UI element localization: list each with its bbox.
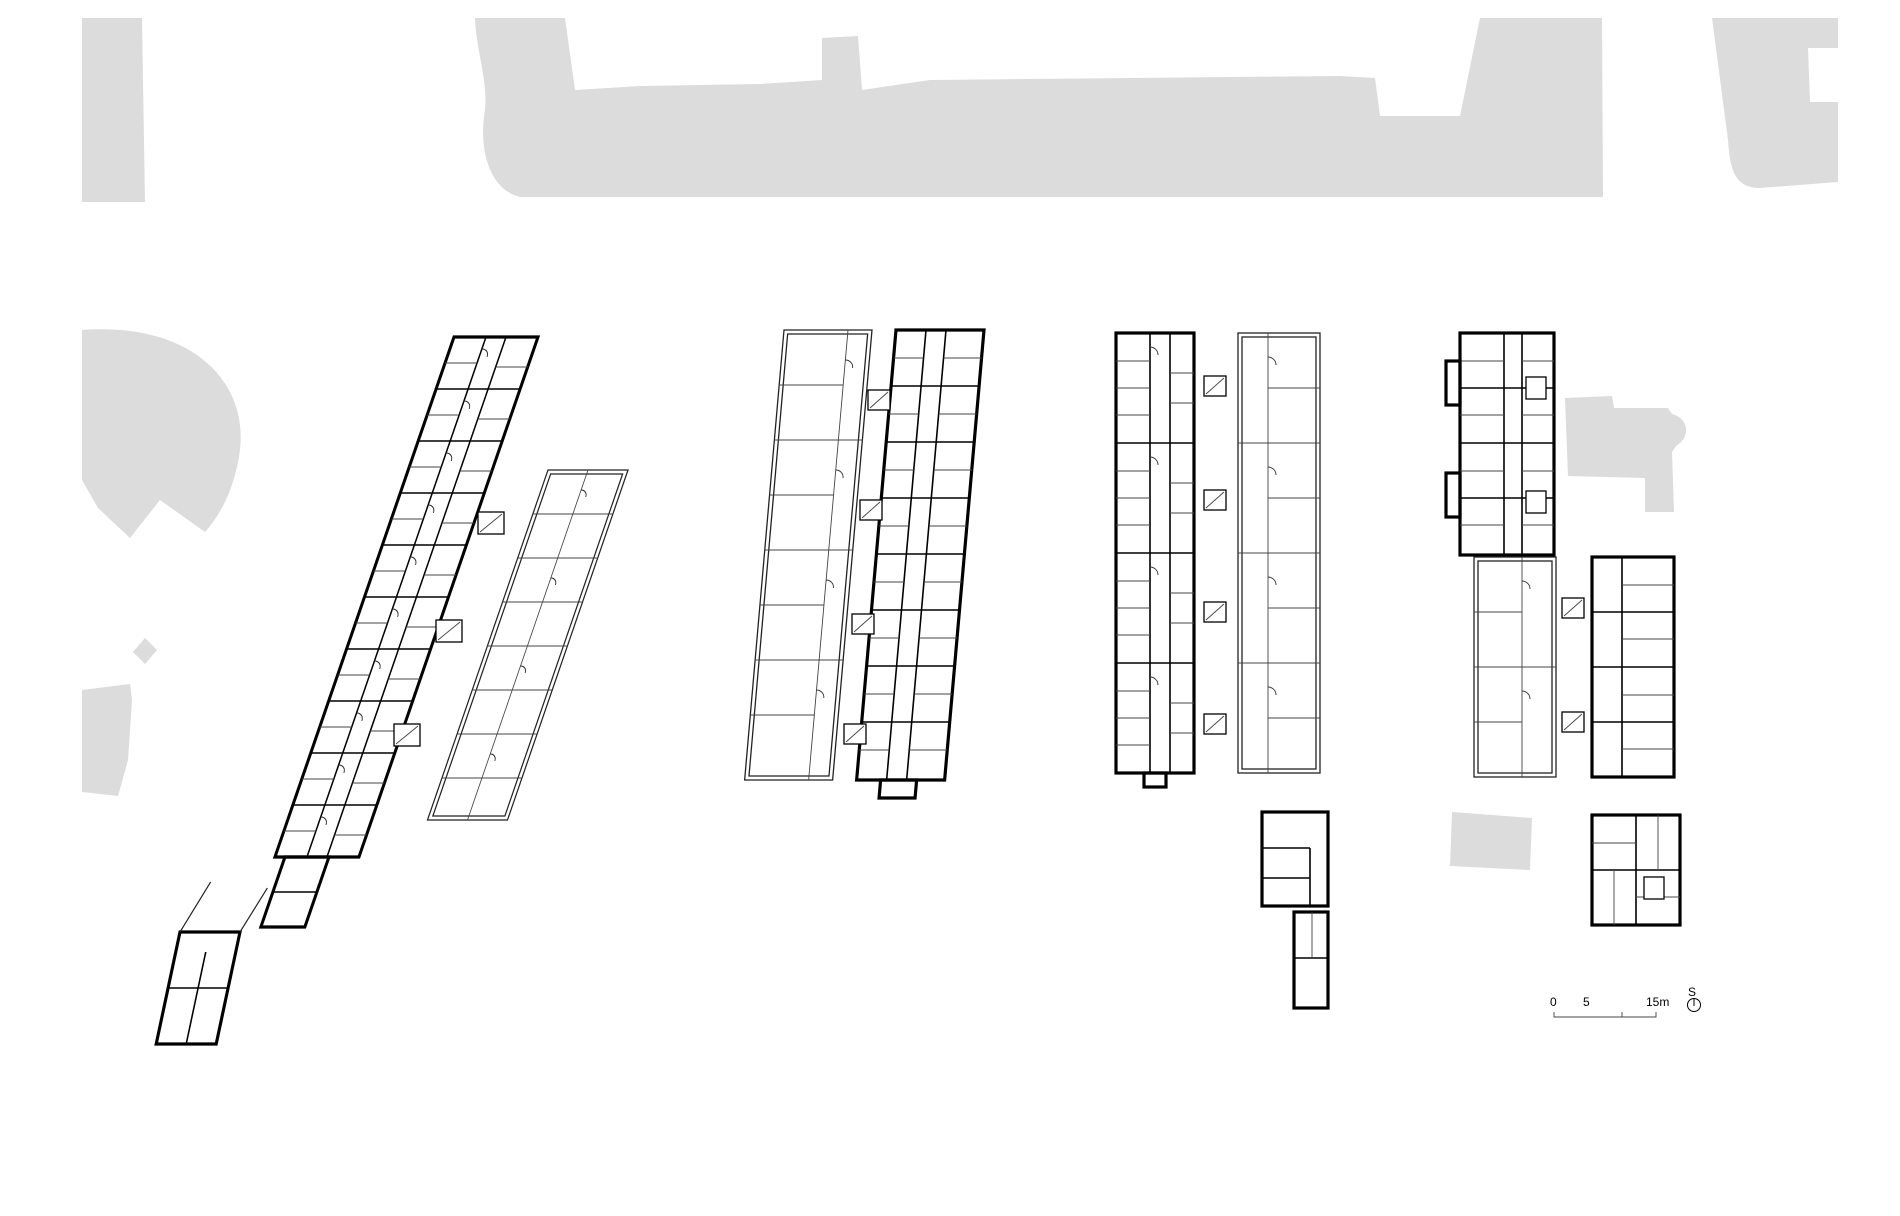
slab-1a-extension [258, 855, 332, 929]
slab-2a [743, 329, 873, 781]
scale-tick-15: 15m [1646, 995, 1669, 1009]
slab-4d [1590, 813, 1682, 927]
context-building-top-center [475, 18, 1603, 197]
scale-bar: 0 5 15m [1550, 995, 1669, 1018]
building-block-2 [743, 328, 986, 800]
context-buildings [82, 18, 1838, 870]
scale-tick-5: 5 [1583, 995, 1590, 1009]
slab-2b [854, 328, 986, 800]
slab-3b [1237, 332, 1321, 774]
slab-1a [272, 335, 541, 859]
context-building-small-tile [133, 638, 157, 664]
scale-bar-line [1553, 1012, 1657, 1018]
building-block-3 [1114, 331, 1330, 1010]
slab-4a [1444, 331, 1556, 557]
context-building-lower-left [82, 684, 132, 796]
context-building-right-low [1450, 812, 1532, 870]
context-building-right-mid [1565, 396, 1687, 512]
building-block-4 [1444, 331, 1682, 927]
north-arrow-icon: S [1687, 985, 1701, 1012]
north-arrow-label: S [1688, 985, 1696, 999]
slab-4b [1473, 556, 1557, 778]
annex-3 [1260, 810, 1330, 1010]
slab-3a [1114, 331, 1196, 789]
annex-1 [154, 881, 268, 1046]
scale-tick-0: 0 [1550, 995, 1557, 1009]
slab-1b [426, 469, 629, 821]
context-building-top-left [82, 18, 145, 202]
context-building-round-left [82, 329, 241, 538]
slab-4c [1590, 555, 1676, 779]
context-building-top-right [1712, 18, 1838, 188]
building-block-1-skewed [154, 335, 629, 1046]
